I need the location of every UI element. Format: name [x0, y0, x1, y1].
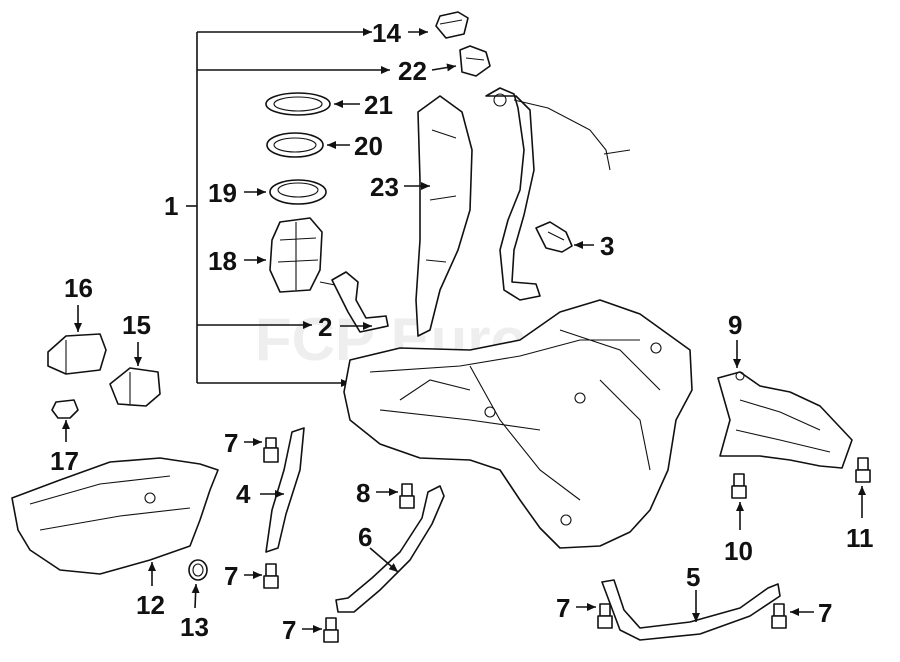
- part-14-cap: [435, 11, 469, 39]
- callout-15: 15: [122, 310, 151, 340]
- part-5-strap: [601, 579, 781, 641]
- part-3-valve: [535, 221, 573, 253]
- bolt-8: [399, 483, 415, 509]
- callout-11: 11: [846, 523, 874, 553]
- callout-6: 6: [358, 522, 372, 552]
- bolt-7b: [263, 563, 279, 589]
- part-13-seal-ring: [188, 559, 208, 581]
- leader-lines: [62, 28, 866, 633]
- callout-1: 1: [164, 191, 178, 221]
- callout-18: 18: [208, 246, 237, 276]
- part-16-module: [47, 333, 107, 375]
- bolt-7e: [771, 603, 787, 629]
- callout-3: 3: [600, 231, 614, 261]
- part-17-grommet: [51, 399, 79, 419]
- bolt-7c: [323, 617, 339, 643]
- assembly-bracket: [186, 28, 390, 387]
- part-2-fuel-level-sender: [331, 271, 389, 333]
- part-18-fuel-pump: [269, 217, 341, 293]
- callout-7b: 7: [224, 561, 238, 591]
- callout-4: 4: [236, 479, 251, 509]
- callout-13: 13: [180, 612, 209, 642]
- part-9-heat-shield: [717, 371, 853, 469]
- callout-5: 5: [686, 562, 700, 592]
- part-12-heat-shield: [11, 457, 219, 575]
- callout-14: 14: [372, 18, 401, 48]
- part-19-ring: [269, 179, 327, 205]
- callout-16: 16: [64, 273, 93, 303]
- bolt-7a: [263, 437, 279, 463]
- filler-neck-pipe: [485, 87, 631, 301]
- callout-20: 20: [354, 131, 383, 161]
- callout-8: 8: [356, 478, 370, 508]
- callout-22: 22: [398, 56, 427, 86]
- part-15-control-unit: [109, 367, 161, 407]
- part-fuel-tank: [343, 299, 693, 549]
- part-22-valve: [459, 45, 491, 77]
- callout-12: 12: [136, 590, 165, 620]
- part-21-lock-ring: [265, 92, 331, 116]
- bolt-10: [731, 473, 747, 499]
- callout-7a: 7: [224, 428, 238, 458]
- part-4-strap: [265, 427, 305, 553]
- callout-7e: 7: [818, 598, 832, 628]
- callout-9: 9: [728, 310, 742, 340]
- callout-2: 2: [318, 312, 332, 342]
- callout-19: 19: [208, 178, 237, 208]
- bolt-7d: [597, 603, 613, 629]
- callout-labels: 1 2 3 4 5 6 7 7 7 7 7 8 9 10 11 12 13 14…: [50, 18, 874, 645]
- callout-10: 10: [724, 536, 753, 566]
- bolt-11: [855, 457, 871, 483]
- callout-21: 21: [364, 90, 393, 120]
- callout-7c: 7: [282, 615, 296, 645]
- callout-7d: 7: [556, 593, 570, 623]
- part-6-strap: [335, 485, 445, 613]
- callout-17: 17: [50, 446, 79, 476]
- part-20-seal: [266, 132, 324, 158]
- callout-23: 23: [370, 172, 399, 202]
- part-23-heat-shield: [415, 95, 473, 337]
